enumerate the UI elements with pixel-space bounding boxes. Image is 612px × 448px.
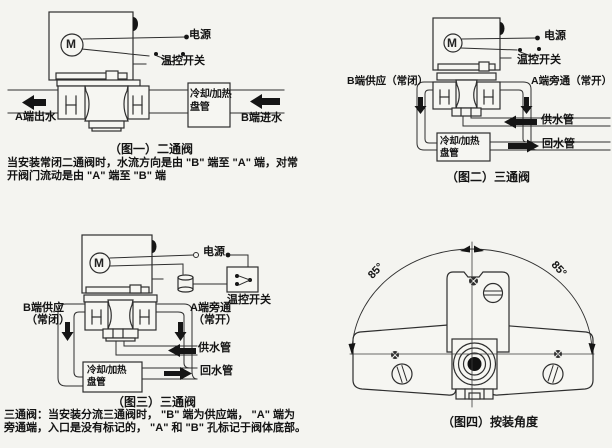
fig3-power-open-terminal-icon xyxy=(193,252,199,258)
fig2-motor-actuator-box xyxy=(432,17,505,72)
fig3-coil-label-line2: 盘管 xyxy=(87,377,106,388)
fig3-a-bypass-label-line2: （常开） xyxy=(193,314,237,326)
fig3-motor-actuator-box xyxy=(81,234,157,294)
fig1-a-end-out-label: A端出水 xyxy=(15,111,56,123)
fig3-description-line2: 旁通端，入口是没有标记的， "A" 和 "B" 孔标记于阀体底部。 xyxy=(4,422,306,434)
fig3-left-flange xyxy=(84,301,109,331)
fig4-left-knockout-icon xyxy=(391,363,413,385)
fig2-cable-grommet-icon xyxy=(500,22,505,35)
fig3-power-dot-icon xyxy=(225,252,231,258)
fig1-two-way-valve-drawing xyxy=(7,11,285,132)
fig3-return-arrow-icon xyxy=(164,367,192,380)
fig1-motor-actuator-box xyxy=(48,11,138,83)
fig2-piping xyxy=(416,81,611,151)
fig3-capacitor-icon xyxy=(177,274,194,293)
fig3-cable-grommet-icon xyxy=(152,240,157,253)
fig2-supply-pipe-label: 供水管 xyxy=(541,114,574,126)
fig4-arc-top-left-tick-icon xyxy=(460,245,470,253)
fig3-power-label: 电源 xyxy=(203,246,225,258)
fig2-motor-letter: M xyxy=(447,36,457,50)
fig1-flow-out-arrow-icon xyxy=(22,95,46,110)
fig3-b-supply-label-line2: （常闭） xyxy=(26,314,70,326)
fig1-b-end-in-label: B端进水 xyxy=(241,112,282,124)
fig1-right-flange xyxy=(127,85,150,120)
fig1-flow-in-arrow-icon xyxy=(250,94,280,109)
fig4-angle-arc xyxy=(349,241,595,408)
fig2-left-down-arrow-icon xyxy=(414,97,427,114)
fig1-switch-arm-icon xyxy=(156,55,174,63)
fig3-motor-icon xyxy=(89,252,111,274)
fig2-valve-body xyxy=(432,72,501,117)
fig3-piping xyxy=(57,303,198,387)
fig2-return-pipe-label: 回水管 xyxy=(542,138,575,150)
fig1-wiring xyxy=(81,34,189,65)
fig1-pipes xyxy=(7,89,285,114)
fig1-coil-label-line1: 冷却/加热 xyxy=(190,89,232,100)
fig2-coil-label-line1: 冷却/加热 xyxy=(440,136,480,147)
fig1-left-flange xyxy=(57,85,86,120)
fig1-description-line1: 当安装常闭二通阀时，水流方向是由 "B" 端至 "A" 端，对常 xyxy=(7,157,298,169)
fig3-wiring xyxy=(109,252,249,285)
fig2-return-arrow-icon xyxy=(508,139,539,153)
fig2-thermostat-label: 温控开关 xyxy=(517,54,561,66)
fig1-thermostat-label: 温控开关 xyxy=(161,55,205,67)
fig3-coil-label-line1: 冷却/加热 xyxy=(87,365,127,376)
fig4-valve-center xyxy=(451,338,498,400)
fig4-arc-top-right-tick-icon xyxy=(474,245,484,253)
fig4-arc-right-arrow-icon xyxy=(588,343,596,355)
fig1-coil-label-line2: 盘管 xyxy=(190,102,210,113)
fig2-a-bypass-label: A端旁通（常开） xyxy=(531,75,612,87)
fig4-valve-stem-icon xyxy=(467,357,482,371)
fig4-right-tilted-actuator xyxy=(489,324,594,396)
fig3-thermostat-label: 温控开关 xyxy=(227,294,271,306)
fig3-coil-box xyxy=(82,361,143,393)
fig2-caption: （图二）三通阀 xyxy=(446,170,531,184)
fig4-caption: （图四）按装角度 xyxy=(442,415,539,429)
fig1-power-label: 电源 xyxy=(189,29,211,41)
fig4-installation-angle-drawing xyxy=(348,241,596,408)
fig2-coil-box xyxy=(436,132,491,162)
fig4-top-knockout-icon xyxy=(482,282,504,304)
fig3-left-down-arrow-icon xyxy=(61,322,74,341)
fig3-caption: （图三）三通阀 xyxy=(112,395,197,409)
fig3-three-way-valve-drawing xyxy=(57,234,259,393)
fig3-right-flange xyxy=(132,301,157,331)
fig2-right-flange xyxy=(476,81,501,110)
fig3-description-line1: 三通阀：当安装分流三通阀时， "B" 端为供应端， "A" 端为 xyxy=(4,409,295,421)
fig3-b-supply-label-line1: B端供应 xyxy=(23,302,64,314)
fig3-supply-arrow-icon xyxy=(168,344,196,357)
fig3-supply-pipe-label: 供水管 xyxy=(198,342,231,354)
fig2-supply-arrow-icon xyxy=(504,115,537,129)
fig4-arc-left-arrow-icon xyxy=(348,343,356,355)
fig1-caption: （图一）二通阀 xyxy=(109,142,194,156)
fig3-a-bypass-label-line1: A端旁通 xyxy=(190,302,231,314)
fig3-right-down-arrow-icon xyxy=(174,322,187,341)
fig1-cable-grommet-icon xyxy=(133,17,138,31)
fig3-motor-letter: M xyxy=(94,256,104,270)
fig1-valve-body xyxy=(56,79,150,132)
fig1-motor-icon xyxy=(60,33,84,57)
fig2-left-flange xyxy=(432,81,457,110)
fig4-upright-actuator xyxy=(446,271,510,353)
fig2-right-down-arrow-icon xyxy=(520,97,533,114)
fig2-power-dot-icon xyxy=(535,35,540,41)
fig1-coil-box xyxy=(187,82,231,128)
fig3-thermostat-box xyxy=(226,266,259,293)
fig2-switch-arm-icon xyxy=(519,51,535,58)
fig1-description-line2: 开阀门流动是由 "A" 端至 "B" 端 xyxy=(7,170,166,182)
fig4-left-tilted-actuator xyxy=(352,324,457,396)
fig2-coil-label-line2: 盘管 xyxy=(440,148,459,159)
fig1-power-dot-icon xyxy=(184,34,189,40)
fig4-right-knockout-icon xyxy=(542,363,564,385)
fig2-wiring xyxy=(460,35,541,59)
fig2-b-supply-label: B端供应（常闭） xyxy=(347,75,429,87)
fig2-motor-icon xyxy=(443,33,463,53)
fig2-three-way-valve-drawing xyxy=(414,17,611,162)
fig2-power-label: 电源 xyxy=(544,30,566,42)
fig3-valve-body xyxy=(83,294,158,342)
fig1-motor-letter: M xyxy=(66,37,76,51)
fig3-return-pipe-label: 回水管 xyxy=(200,365,233,377)
